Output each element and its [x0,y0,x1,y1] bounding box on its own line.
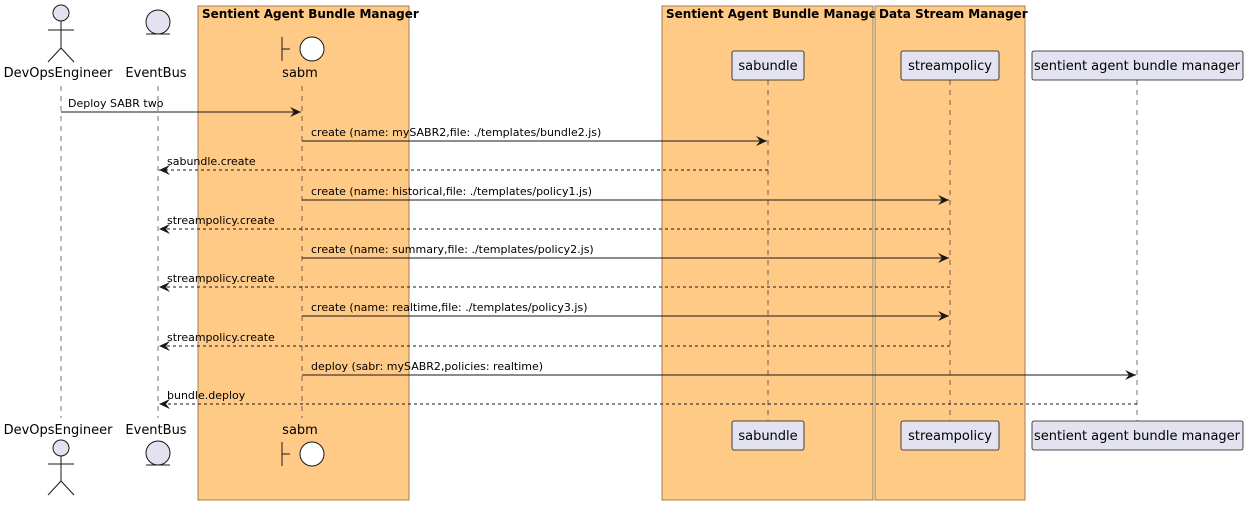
message-5: streampolicy.create [159,214,950,234]
participant-devops-bottom: DevOpsEngineer [4,423,114,496]
participant-eventbus-bottom: EventBus [125,423,187,466]
message-10: deploy (sabr: mySABR2,policies: realtime… [302,360,1136,380]
participant-streampolicy-bottom: streampolicy [900,420,1000,451]
message-label: sabundle.create [167,155,256,168]
participant-label: sabm [282,66,318,81]
message-label: bundle.deploy [167,389,246,402]
actor-icon [47,4,75,63]
participant-sabundle-bottom: sabundle [731,420,805,451]
participant-streampolicy-top: streampolicy [900,50,1000,81]
participant-label: streampolicy [908,59,992,74]
box-title: Sentient Agent Bundle Manager [202,7,419,21]
boundary-icon [281,36,325,62]
participant-label: DevOpsEngineer [4,423,114,438]
box-title: Sentient Agent Bundle Manager [666,7,883,21]
participant-sabm-bottom: sabm [281,423,325,467]
boundary-icon [281,441,325,467]
box-sentient-agent-bundle-manager-left: Sentient Agent Bundle Manager [197,5,419,501]
message-label: deploy (sabr: mySABR2,policies: realtime… [311,360,543,373]
message-label: create (name: mySABR2,file: ./templates/… [311,126,601,139]
box-sentient-agent-bundle-manager-right: Sentient Agent Bundle Manager [661,5,883,501]
participant-sabmgr-top: sentient agent bundle manager [1031,50,1244,81]
participant-label: sabm [282,423,318,438]
message-label: create (name: historical,file: ./templat… [311,185,592,198]
participant-label: streampolicy [908,429,992,444]
message-label: streampolicy.create [167,331,275,344]
participant-sabundle-top: sabundle [731,50,805,81]
message-4: create (name: historical,file: ./templat… [302,185,949,205]
participant-label: sabundle [738,429,797,444]
participant-sabmgr-bottom: sentient agent bundle manager [1031,420,1244,451]
message-7: streampolicy.create [159,272,950,292]
participant-devops-top: DevOpsEngineer [4,4,114,81]
message-6: create (name: summary,file: ./templates/… [302,243,949,263]
participant-label: sentient agent bundle manager [1034,429,1241,444]
message-11: bundle.deploy [159,389,1137,409]
participant-label: EventBus [125,66,186,81]
box-title: Data Stream Manager [879,7,1028,21]
participant-eventbus-top: EventBus [125,9,187,81]
message-3: sabundle.create [159,155,768,175]
entity-icon [145,440,171,466]
message-2: create (name: mySABR2,file: ./templates/… [302,126,767,146]
message-9: streampolicy.create [159,331,950,351]
message-label: streampolicy.create [167,272,275,285]
participant-label: sabundle [738,59,797,74]
message-1: Deploy SABR two [61,97,301,117]
participant-sabm-top: sabm [281,36,325,81]
actor-icon [47,439,75,496]
message-8: create (name: realtime,file: ./templates… [302,301,949,321]
entity-icon [145,9,171,35]
participant-label: DevOpsEngineer [4,66,114,81]
message-label: create (name: realtime,file: ./templates… [311,301,588,314]
participant-label: sentient agent bundle manager [1034,59,1241,74]
message-label: Deploy SABR two [68,97,164,110]
participant-label: EventBus [125,423,186,438]
message-label: create (name: summary,file: ./templates/… [311,243,594,256]
message-label: streampolicy.create [167,214,275,227]
